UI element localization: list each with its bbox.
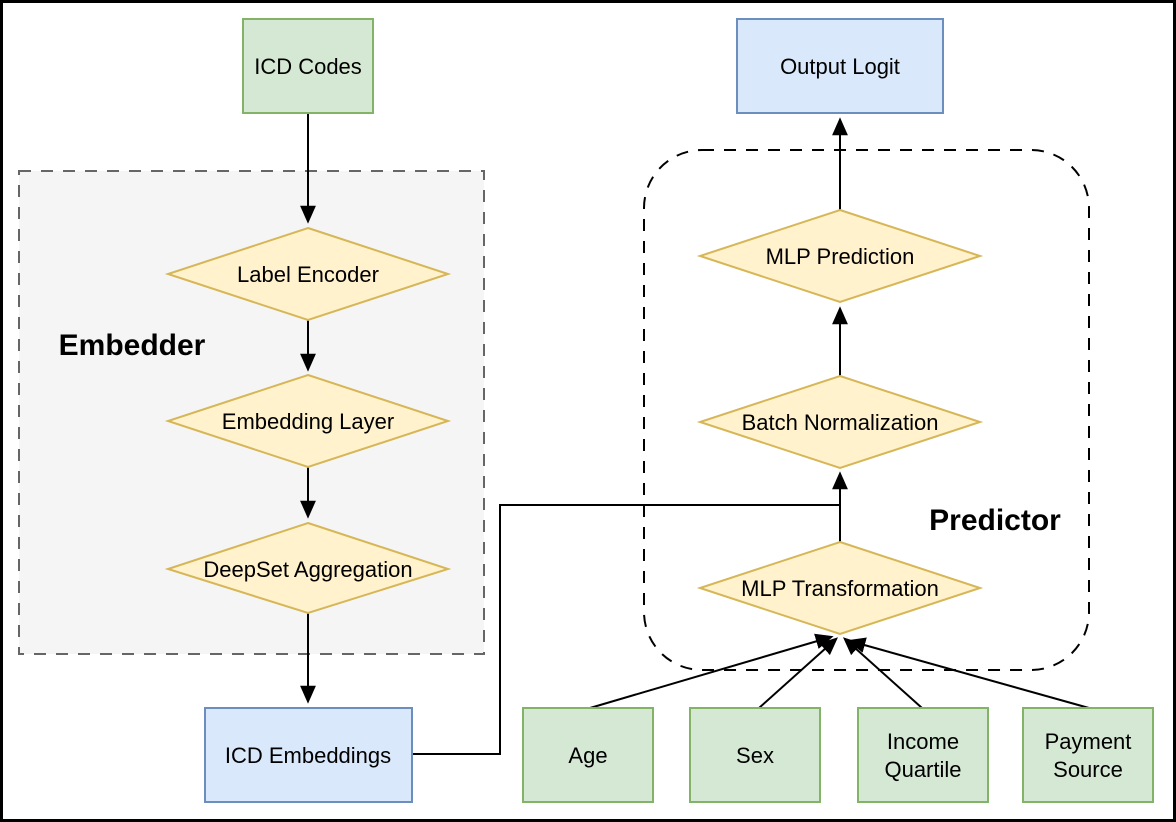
node-icd-codes: ICD Codes xyxy=(242,18,374,114)
mlp-prediction-diamond xyxy=(696,208,984,304)
predictor-group-label: Predictor xyxy=(929,504,1061,537)
node-mlp-prediction: MLP Prediction xyxy=(696,208,984,304)
embedding-layer-diamond xyxy=(164,373,452,469)
edge-income-quartile-to-mlp-transformation xyxy=(842,637,923,709)
payment-source-box xyxy=(1022,707,1154,803)
edge-sex-to-mlp-transformation xyxy=(758,637,839,709)
label-encoder-diamond xyxy=(164,226,452,322)
edge-age-to-mlp-transformation xyxy=(589,633,834,709)
node-batch-normalization: Batch Normalization xyxy=(696,374,984,470)
node-deepset-aggregation: DeepSet Aggregation xyxy=(164,521,452,615)
edge-icd-embeddings-to-batch-normalization xyxy=(412,504,840,755)
batch-normalization-diamond xyxy=(696,374,984,470)
sex-box xyxy=(689,707,821,803)
mlp-transformation-diamond xyxy=(696,540,984,636)
node-mlp-transformation: MLP Transformation xyxy=(696,540,984,636)
predictor-group-box xyxy=(643,149,1090,671)
node-sex: Sex xyxy=(689,707,821,803)
deepset-aggregation-label: DeepSet Aggregation xyxy=(203,557,412,582)
age-box xyxy=(522,707,654,803)
output-logit-label: Output Logit xyxy=(780,54,900,79)
embedding-layer-label: Embedding Layer xyxy=(222,409,394,434)
age-label: Age xyxy=(568,743,607,768)
income-quartile-box xyxy=(857,707,989,803)
label-encoder-label: Label Encoder xyxy=(237,262,379,287)
icd-codes-label: ICD Codes xyxy=(254,54,362,79)
sex-label: Sex xyxy=(736,743,774,768)
icd-embeddings-box xyxy=(204,707,413,803)
mlp-transformation-label: MLP Transformation xyxy=(741,576,939,601)
output-logit-box xyxy=(736,18,944,114)
node-embedding-layer: Embedding Layer xyxy=(164,373,452,469)
deepset-aggregation-diamond xyxy=(164,521,452,615)
embedder-group-label: Embedder xyxy=(59,329,206,362)
edge-payment-source-to-mlp-transformation xyxy=(847,637,1090,709)
node-label-encoder: Label Encoder xyxy=(164,226,452,322)
icd-embeddings-label: ICD Embeddings xyxy=(225,743,391,768)
node-age: Age xyxy=(522,707,654,803)
node-output-logit: Output Logit xyxy=(736,18,944,114)
icd-codes-box xyxy=(242,18,374,114)
batch-normalization-label: Batch Normalization xyxy=(742,410,939,435)
node-icd-embeddings: ICD Embeddings xyxy=(204,707,413,803)
mlp-prediction-label: MLP Prediction xyxy=(766,244,915,269)
